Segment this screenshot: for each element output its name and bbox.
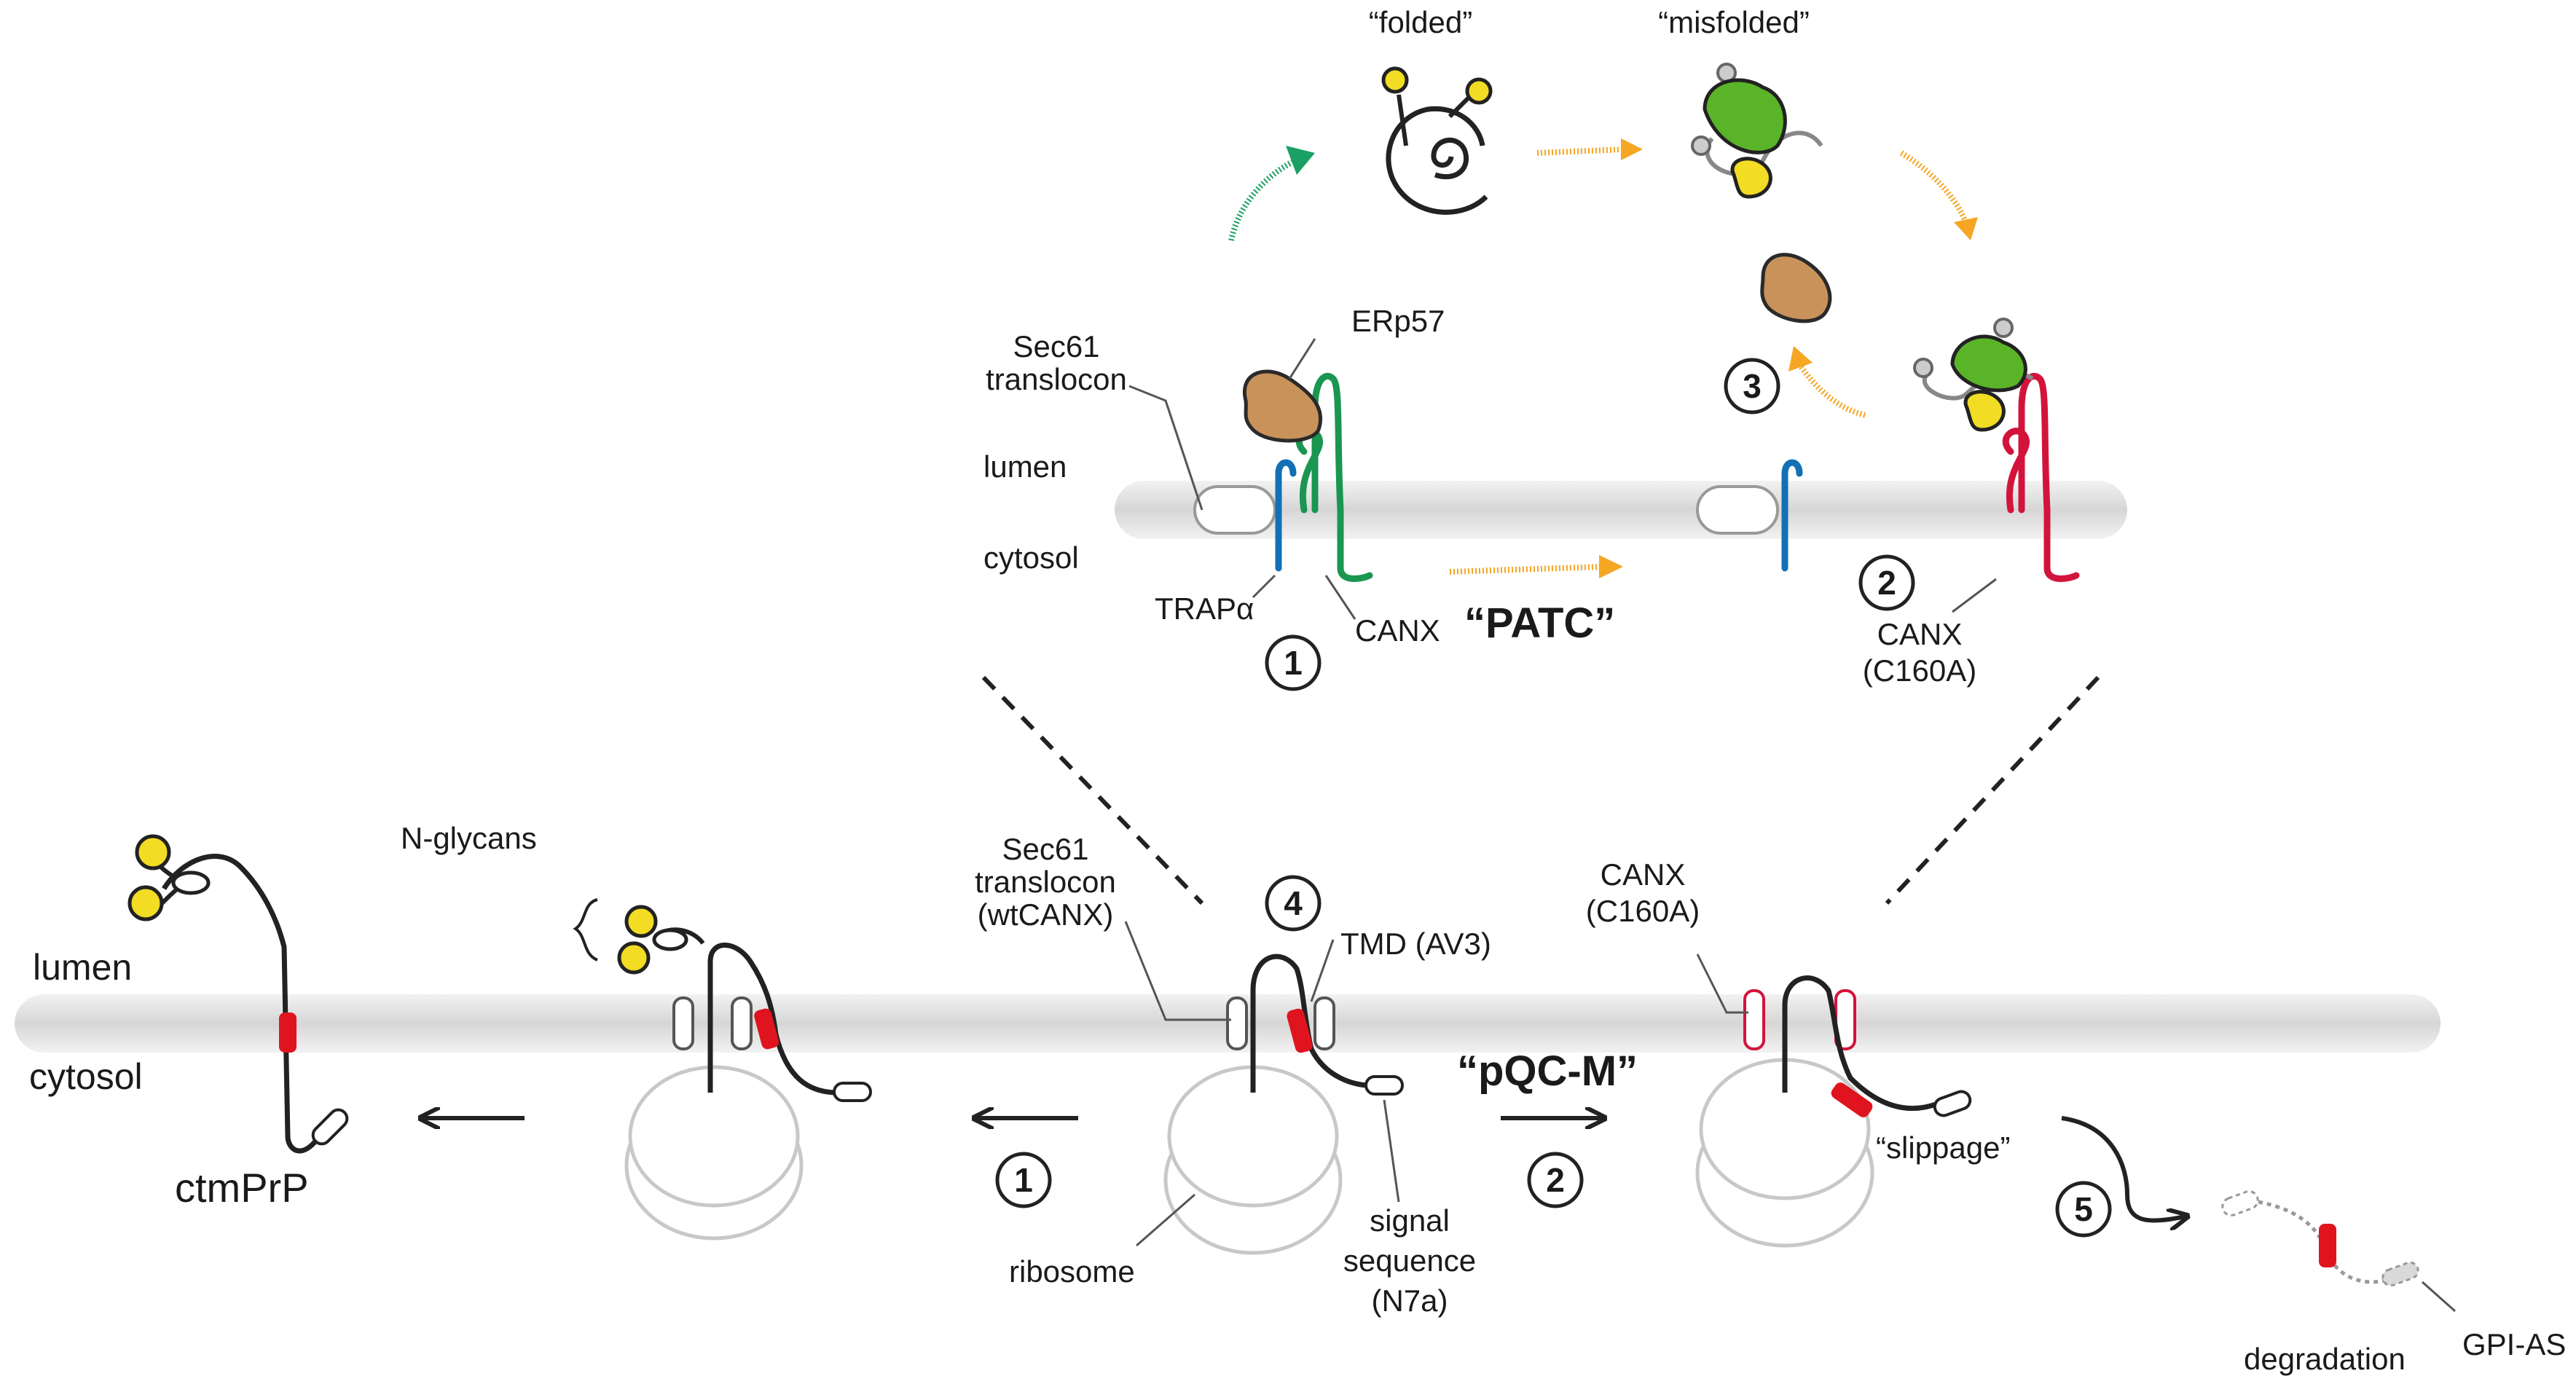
ribosome-right	[1695, 975, 1972, 1248]
step-2-bottom: 2	[1527, 1152, 1584, 1208]
leader-gpi	[2422, 1281, 2456, 1313]
label-degradation: degradation	[2244, 1342, 2406, 1376]
orange-arrowhead-3	[1788, 346, 1813, 371]
folded-protein	[1381, 66, 1493, 215]
label-canx-mut-top-2: (C160A)	[1863, 653, 1976, 688]
step-3-top: 3	[1724, 358, 1780, 414]
label-sec61-bottom-3: (wtCANX)	[978, 897, 1114, 932]
misfolded-protein	[1691, 63, 1823, 199]
orange-arrowhead-2	[1954, 217, 1978, 240]
leader-signal	[1383, 1099, 1400, 1203]
zoom-line-right	[1885, 675, 2100, 905]
label-signal-1: signal	[1370, 1203, 1450, 1238]
label-n-glycans: N-glycans	[401, 821, 537, 855]
label-pqcm: “pQC-M”	[1457, 1047, 1638, 1095]
zoom-line-left	[981, 675, 1204, 905]
leader-trap	[1252, 574, 1276, 599]
orange-arrow-folded-misfolded	[1536, 146, 1625, 156]
orange-arrowhead-patc	[1599, 555, 1623, 578]
label-signal-3: (N7a)	[1371, 1283, 1448, 1318]
svg-text:1: 1	[1284, 644, 1303, 682]
label-canx-mut-bottom-1: CANX	[1601, 857, 1686, 892]
label-slippage: “slippage”	[1876, 1130, 2010, 1165]
leader-erp57	[1288, 338, 1316, 380]
trap-alpha-shape	[1275, 459, 1297, 572]
svg-text:3: 3	[1743, 367, 1762, 405]
label-cytosol-top: cytosol	[983, 540, 1079, 575]
label-canx-mut-top-1: CANX	[1877, 617, 1963, 651]
erp57-released-shape	[1760, 253, 1832, 323]
step-1-top: 1	[1265, 634, 1322, 691]
label-canx-mut-bottom-2: (C160A)	[1586, 894, 1700, 928]
label-misfolded: “misfolded”	[1658, 5, 1810, 39]
leader-sec61-bottom	[1124, 921, 1231, 1021]
degraded-peptide	[2221, 1190, 2419, 1287]
erp57-shape	[1242, 369, 1323, 443]
trap-alpha-shape-right	[1781, 459, 1803, 572]
orange-arrow-release	[1796, 362, 1866, 418]
step-1-bottom: 1	[995, 1152, 1052, 1208]
step-4-bottom: 4	[1265, 875, 1322, 932]
label-sec61-bottom-2: translocon	[975, 865, 1116, 899]
label-canx: CANX	[1355, 613, 1440, 648]
label-erp57: ERp57	[1351, 304, 1445, 338]
label-trap-alpha: TRAPα	[1155, 591, 1254, 626]
svg-text:1: 1	[1014, 1161, 1033, 1199]
svg-text:5: 5	[2074, 1190, 2093, 1228]
svg-text:4: 4	[1284, 884, 1303, 922]
top-sec61-translocon-right	[1696, 485, 1779, 535]
label-lumen-top: lumen	[983, 449, 1067, 484]
label-signal-2: sequence	[1343, 1243, 1476, 1278]
label-sec61-top-2: translocon	[986, 362, 1127, 396]
label-ribosome: ribosome	[1009, 1254, 1135, 1289]
arrow-step5	[2061, 1116, 2186, 1221]
ribosome-left	[617, 905, 872, 1240]
leader-sec61-top	[1128, 385, 1203, 511]
label-sec61-bottom-1: Sec61	[1002, 832, 1088, 866]
orange-arrowhead-1	[1621, 138, 1643, 160]
label-folded: “folded”	[1369, 5, 1472, 39]
leader-canx	[1324, 575, 1356, 620]
svg-text:2: 2	[1877, 564, 1896, 602]
leader-tmd	[1310, 939, 1335, 1002]
label-lumen-bottom: lumen	[33, 947, 132, 988]
label-sec61-top-1: Sec61	[1013, 329, 1099, 363]
top-membrane	[1115, 481, 2127, 539]
leader-canx-mut	[1952, 578, 1997, 613]
step-2-top: 2	[1858, 554, 1915, 611]
ctmprp-shape	[127, 834, 349, 1154]
bottom-panel: lumen cytosol ctmPrP N-glycans Sec61 tra…	[15, 821, 2566, 1376]
ribosome-center	[1163, 953, 1404, 1255]
step-5-bottom: 5	[2055, 1181, 2112, 1238]
orange-arrow-patc	[1449, 564, 1603, 575]
label-ctmprp: ctmPrP	[175, 1165, 309, 1211]
canx-mutant-shape	[2002, 372, 2080, 582]
n-glycans-brace	[573, 898, 598, 962]
label-cytosol-bottom: cytosol	[29, 1056, 143, 1097]
green-arrowhead	[1286, 146, 1315, 175]
label-gpi-as: GPI-AS	[2462, 1327, 2566, 1361]
top-panel: “folded” “misfolded” Sec61 translocon ER…	[981, 5, 2127, 905]
label-patc: “PATC”	[1464, 599, 1615, 647]
label-tmd: TMD (AV3)	[1340, 927, 1491, 961]
misfolded-protein-bound	[1913, 318, 2034, 432]
top-sec61-translocon	[1193, 485, 1276, 535]
svg-text:2: 2	[1546, 1161, 1565, 1199]
orange-arrow-misfolded-down	[1899, 150, 1970, 227]
leader-ribosome	[1136, 1193, 1195, 1247]
leader-canx-mut-bottom	[1696, 953, 1748, 1014]
green-arrow	[1228, 154, 1305, 241]
